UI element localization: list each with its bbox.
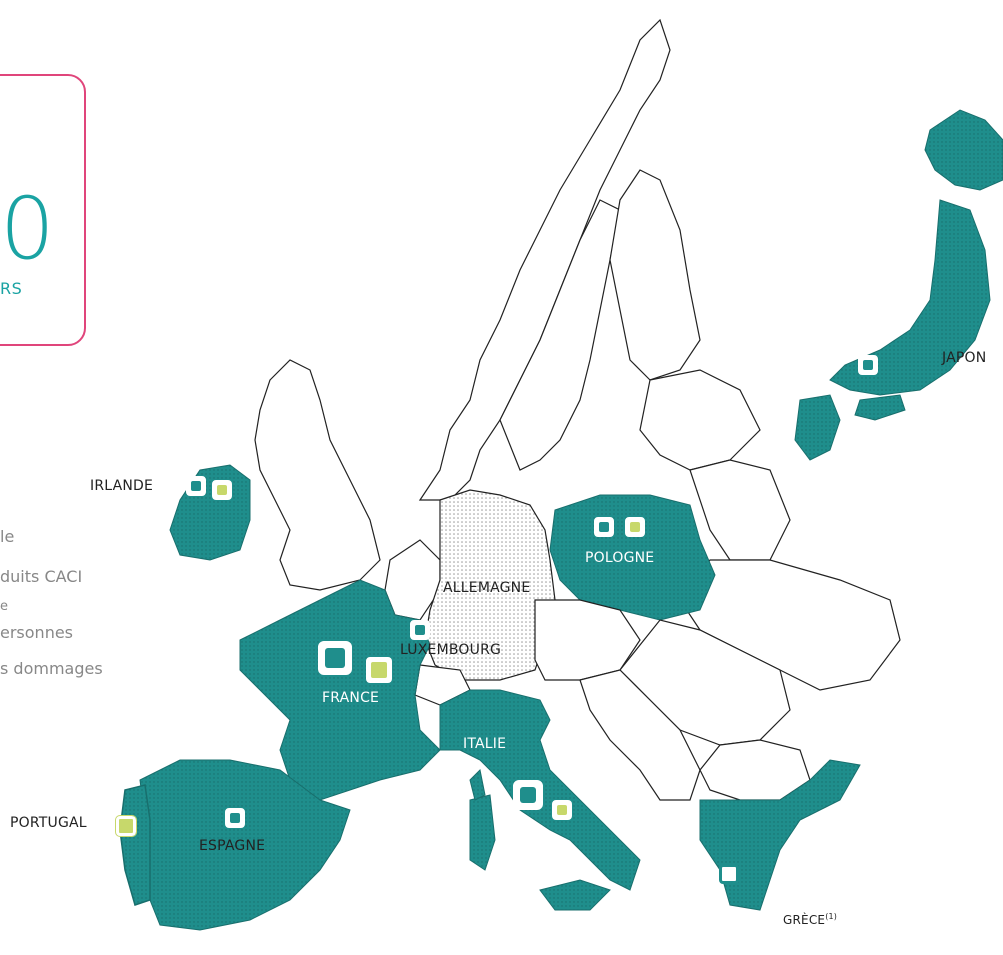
legend-item-5: s dommages [0,659,103,678]
country-uk [254,359,381,591]
marker-italie-teal [513,780,543,810]
stat-box [0,74,86,346]
marker-france-teal [318,641,352,675]
marker-japon-teal [858,355,878,375]
marker-grece-teal [719,864,739,884]
legend-item-3: e [0,599,8,614]
marker-espagne-teal [225,808,245,828]
country-balkans [579,669,701,801]
country-japan-hokkaido [924,109,1003,191]
country-japan-honshu [829,199,991,396]
country-poland [549,494,716,621]
legend-item-2: duits CACI [0,567,83,586]
marker-france-lime [366,657,392,683]
country-finland [609,169,701,381]
label-france: FRANCE [322,690,380,706]
label-portugal: PORTUGAL [10,815,87,831]
country-ukraine [679,559,901,691]
island-sicily [539,879,611,911]
country-baltics [639,369,761,471]
marker-portugal-lime [115,815,137,837]
label-irlande: IRLANDE [90,478,154,494]
country-ireland [169,464,251,561]
country-belarus [689,459,791,561]
marker-pologne-lime [625,517,645,537]
marker-luxembourg-teal [410,620,430,640]
island-sardinia [469,794,496,871]
label-luxembourg: LUXEMBOURG [400,642,502,658]
label-grece: GRÈCE(1) [783,912,837,927]
label-japon: JAPON [942,350,987,366]
country-japan-shikoku [854,394,906,421]
country-japan-kyushu [794,394,841,461]
stat-number: 0 [0,179,55,279]
legend-item-1: le [0,527,15,546]
marker-italie-lime [552,800,572,820]
label-grece-text: GRÈCE [783,913,826,927]
stat-label: RS [0,279,23,298]
label-pologne: POLOGNE [585,550,655,566]
marker-pologne-teal [594,517,614,537]
legend-item-4: ersonnes [0,623,74,642]
island-corsica [469,768,486,801]
marker-irlande-teal [186,476,206,496]
marker-irlande-lime [212,480,232,500]
country-germany [424,489,556,681]
country-portugal [119,784,151,906]
label-espagne: ESPAGNE [199,838,266,854]
label-italie: ITALIE [463,736,507,752]
label-allemagne: ALLEMAGNE [443,580,531,596]
label-grece-note: (1) [825,912,838,921]
country-france [239,579,441,801]
